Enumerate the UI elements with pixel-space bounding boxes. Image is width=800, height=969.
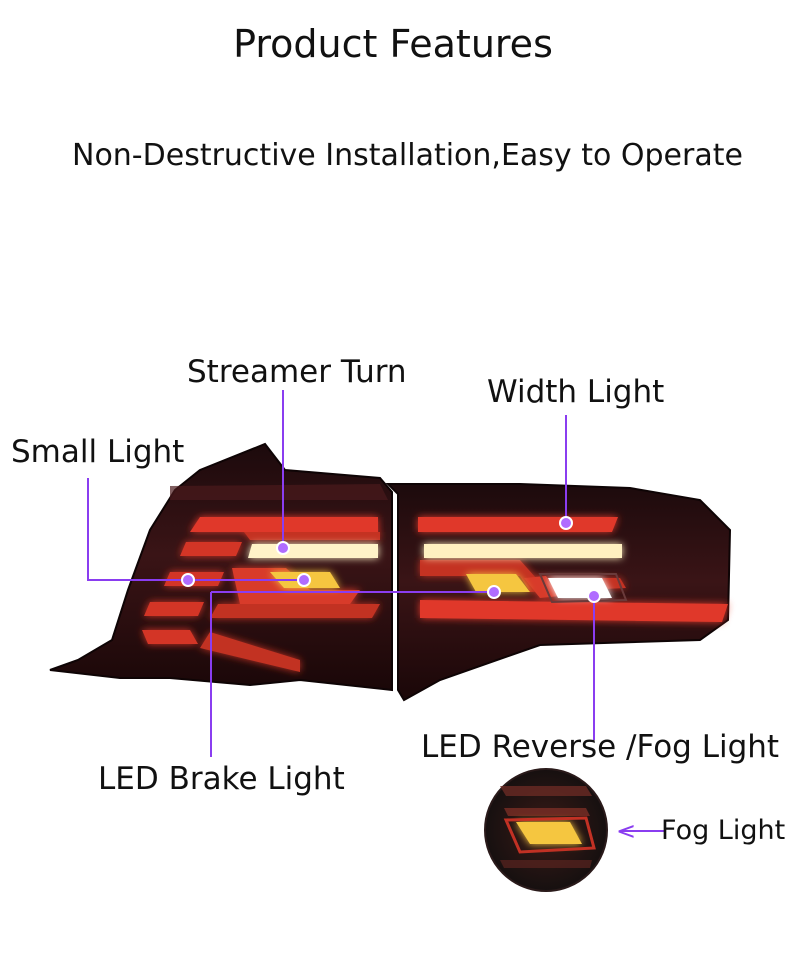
fog-arrow-icon: < — [616, 817, 636, 845]
page-subtitle: Non-Destructive Installation,Easy to Ope… — [72, 138, 743, 173]
right-lamp-amber-bars — [424, 544, 622, 592]
left-tail-lamp — [49, 442, 393, 692]
page-title: Product Features — [233, 22, 553, 66]
reverse-light-white — [548, 578, 612, 598]
callout-streamer-turn: Streamer Turn — [187, 354, 407, 390]
fog-light-detail-circle — [484, 768, 608, 892]
callout-led-brake-light: LED Brake Light — [98, 761, 345, 797]
callout-led-reverse-fog-light: LED Reverse /Fog Light — [421, 729, 780, 765]
callout-dots — [181, 516, 601, 603]
callout-small-light: Small Light — [11, 434, 185, 470]
callout-lines — [87, 390, 666, 832]
callout-width-light: Width Light — [487, 374, 665, 410]
callout-fog-light: Fog Light — [661, 815, 786, 846]
